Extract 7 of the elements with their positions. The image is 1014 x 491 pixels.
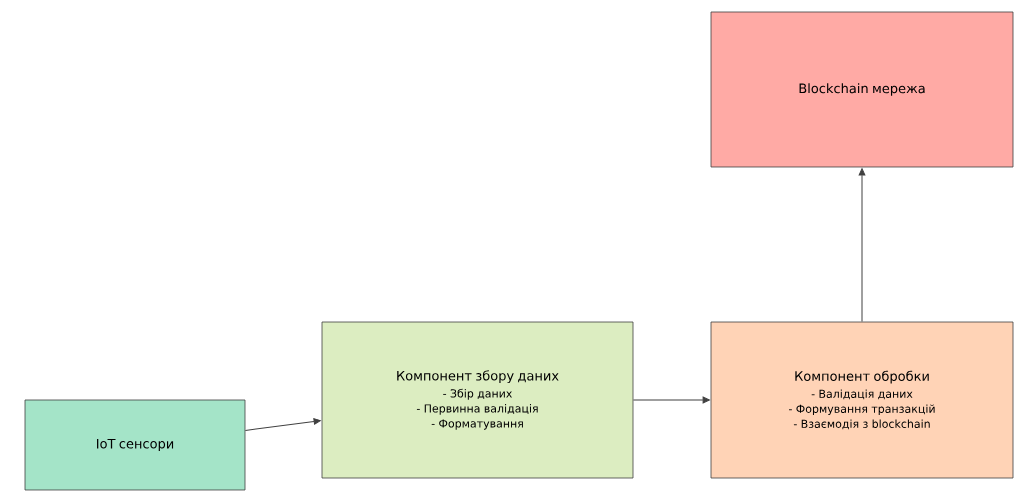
- process-box: Компонент обробки - Валідація даних - Формування транзакцій - Взаємодія з blockchain: [710, 321, 1014, 479]
- arrow: [244, 418, 321, 431]
- arrow: [858, 168, 866, 323]
- process-box: Blockchain мережа: [710, 11, 1014, 168]
- process-box: Компонент збору даних - Збір даних - Первинна валідація - Форматування: [321, 321, 634, 479]
- process-box: IoT сенсори: [24, 399, 246, 491]
- arrow: [632, 396, 710, 404]
